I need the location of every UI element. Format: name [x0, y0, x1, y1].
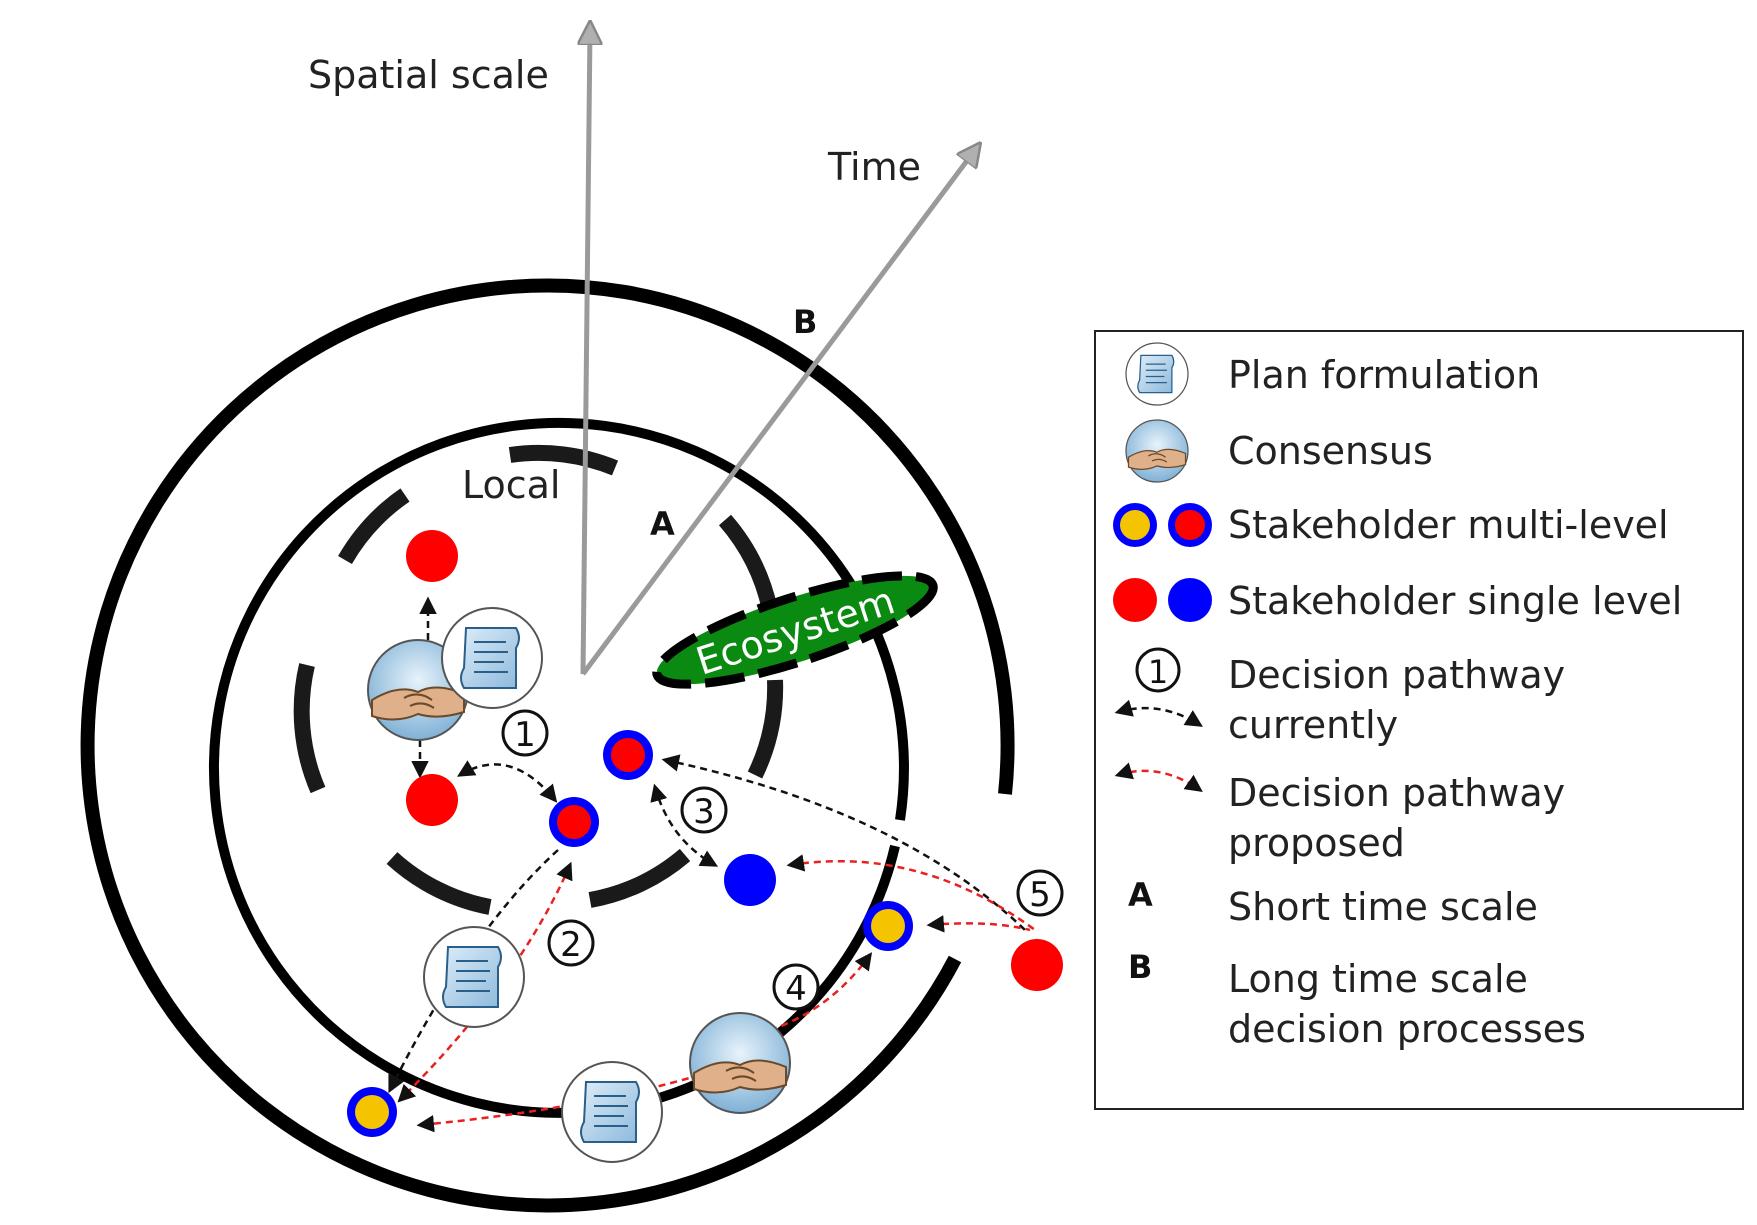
- stakeholder-single-red: [406, 774, 458, 826]
- spatial-scale-axis: [583, 30, 590, 675]
- legend-label-long-time-scale: Long time scale decision processes: [1228, 957, 1586, 1051]
- pathway-number-2: 2: [547, 919, 595, 967]
- pathway-number-3: 3: [680, 786, 728, 834]
- time-axis: [580, 150, 975, 676]
- time-label: Time: [827, 145, 921, 189]
- spatial-scale-label: Spatial scale: [308, 53, 549, 97]
- plan-formulation-icon: [441, 607, 543, 709]
- plan-formulation-icon: [561, 1061, 663, 1163]
- legend-label-plan-formulation: Plan formulation: [1228, 353, 1541, 397]
- stakeholder-single-blue: [724, 854, 776, 906]
- stakeholder-multi-red: [603, 730, 653, 780]
- svg-text:2: 2: [560, 925, 582, 965]
- plan-formulation-icon: [423, 926, 525, 1028]
- inner-ring: [208, 417, 909, 1118]
- local-label: Local: [462, 463, 561, 507]
- stakeholder-single-red: [1011, 939, 1063, 991]
- consensus-icon: [689, 1012, 791, 1114]
- stakeholder-single-red: [406, 530, 458, 582]
- stakeholder-multi-yellow: [863, 901, 913, 951]
- legend-label-stakeholder-multi-level: Stakeholder multi-level: [1228, 503, 1669, 547]
- legend-label-consensus: Consensus: [1228, 429, 1433, 473]
- legend-label-stakeholder-single-level: Stakeholder single level: [1228, 579, 1683, 623]
- pathway-number-1: 1: [501, 709, 549, 757]
- outer-ring: [80, 278, 1015, 1213]
- marker-a-label: A: [650, 505, 675, 543]
- stakeholder-multi-yellow: [347, 1087, 397, 1137]
- legend-label-decision-pathway-currently: Decision pathway currently: [1228, 653, 1566, 747]
- svg-text:3: 3: [693, 792, 715, 832]
- legend-label-decision-pathway-proposed: Decision pathway proposed: [1228, 771, 1566, 865]
- svg-text:4: 4: [785, 969, 807, 1009]
- marker-b-label: B: [793, 303, 817, 341]
- pathway-number-5: 5: [1016, 869, 1064, 917]
- stakeholder-multi-red: [549, 797, 599, 847]
- svg-text:1: 1: [514, 715, 536, 755]
- legend-label-short-time-scale: Short time scale: [1228, 885, 1538, 929]
- svg-text:5: 5: [1029, 875, 1051, 915]
- pathway-number-4: 4: [772, 963, 820, 1011]
